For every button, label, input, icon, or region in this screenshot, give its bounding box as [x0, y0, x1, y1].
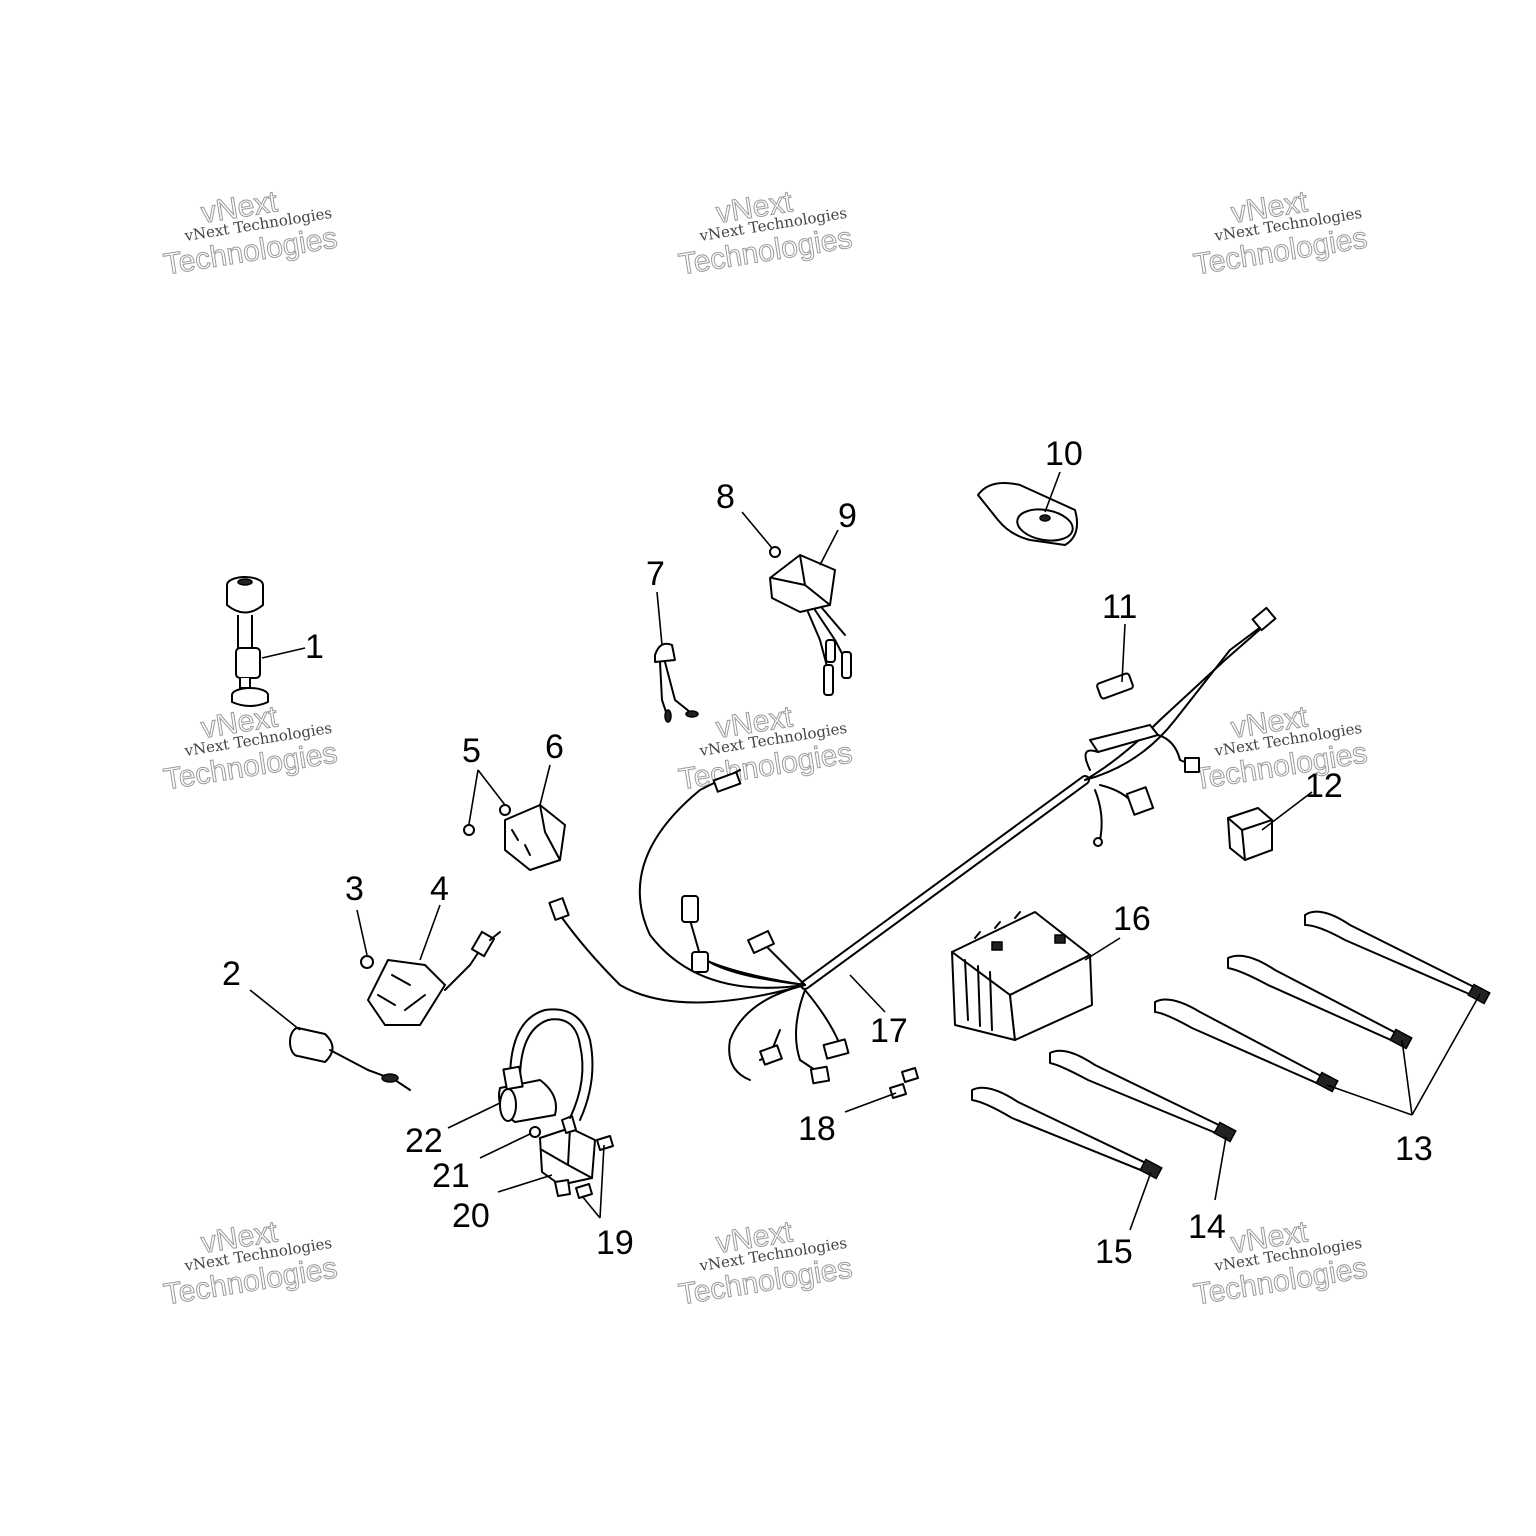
callout-15: 15	[1095, 1233, 1133, 1271]
callout-8: 8	[716, 478, 735, 516]
callout-17: 17	[870, 1012, 908, 1050]
callout-numbers: 1 2 3 4 5 6 7 8 9 10 11 12 13 14 15 16 1…	[222, 435, 1433, 1271]
part-10-cover	[977, 482, 1078, 546]
watermark-bottom-center: vNext vNext Technologies Technologies	[676, 1215, 855, 1312]
part-4-regulator-block	[367, 930, 501, 1026]
part-19-bolts	[575, 1135, 614, 1199]
watermark-bottom-left: vNext vNext Technologies Technologies	[161, 1215, 340, 1312]
callout-13: 13	[1395, 1130, 1433, 1168]
part-16-battery	[951, 911, 1093, 1041]
part-15-strap	[971, 1086, 1163, 1180]
part-18-bolts	[889, 1067, 919, 1099]
leader-lines	[249, 471, 1481, 1231]
callout-10: 10	[1045, 435, 1083, 473]
part-2-switch-assembly	[289, 1027, 411, 1091]
part-13-straps	[1154, 910, 1491, 1093]
watermark-top-left: vNext vNext Technologies Technologies	[161, 185, 340, 282]
part-7-sensor	[654, 642, 699, 723]
callout-3: 3	[345, 870, 364, 908]
part-17-wiring-harness	[548, 606, 1277, 1085]
part-14-strap	[1049, 1049, 1237, 1143]
callout-1: 1	[305, 628, 324, 666]
watermark-mid-left: vNext vNext Technologies Technologies	[161, 700, 340, 797]
callout-2: 2	[222, 955, 241, 993]
callout-11: 11	[1102, 588, 1137, 626]
callout-7: 7	[646, 555, 665, 593]
callout-4: 4	[430, 870, 449, 908]
part-3-screw	[360, 955, 374, 969]
part-5-screws	[463, 804, 511, 836]
part-8-clip	[769, 546, 781, 558]
callout-21: 21	[432, 1157, 470, 1195]
callout-19: 19	[596, 1224, 634, 1262]
part-12-relay-cube	[1227, 807, 1273, 861]
callout-20: 20	[452, 1197, 490, 1235]
watermark-group: vNext vNext Technologies Technologies vN…	[161, 185, 1370, 1312]
part-6-cdi-unit	[504, 804, 566, 871]
callout-16: 16	[1113, 900, 1151, 938]
part-9-relay	[769, 554, 852, 696]
part-21-ring	[529, 1126, 541, 1138]
watermark-top-right: vNext vNext Technologies Technologies	[1191, 185, 1370, 282]
callout-14: 14	[1188, 1208, 1226, 1246]
watermark-mid-center: vNext vNext Technologies Technologies	[676, 700, 855, 797]
watermark-top-center: vNext vNext Technologies Technologies	[676, 185, 855, 282]
part-11-fuse	[1096, 672, 1134, 700]
callout-12: 12	[1305, 767, 1343, 805]
callout-6: 6	[545, 728, 564, 766]
callout-22: 22	[405, 1122, 443, 1160]
part-1-key-switch	[226, 576, 269, 707]
part-20-ignition-coil	[539, 1115, 596, 1197]
part-22-spark-plug-cap	[498, 1008, 594, 1123]
callout-18: 18	[798, 1110, 836, 1148]
callout-5: 5	[462, 732, 481, 770]
callout-9: 9	[838, 497, 857, 535]
